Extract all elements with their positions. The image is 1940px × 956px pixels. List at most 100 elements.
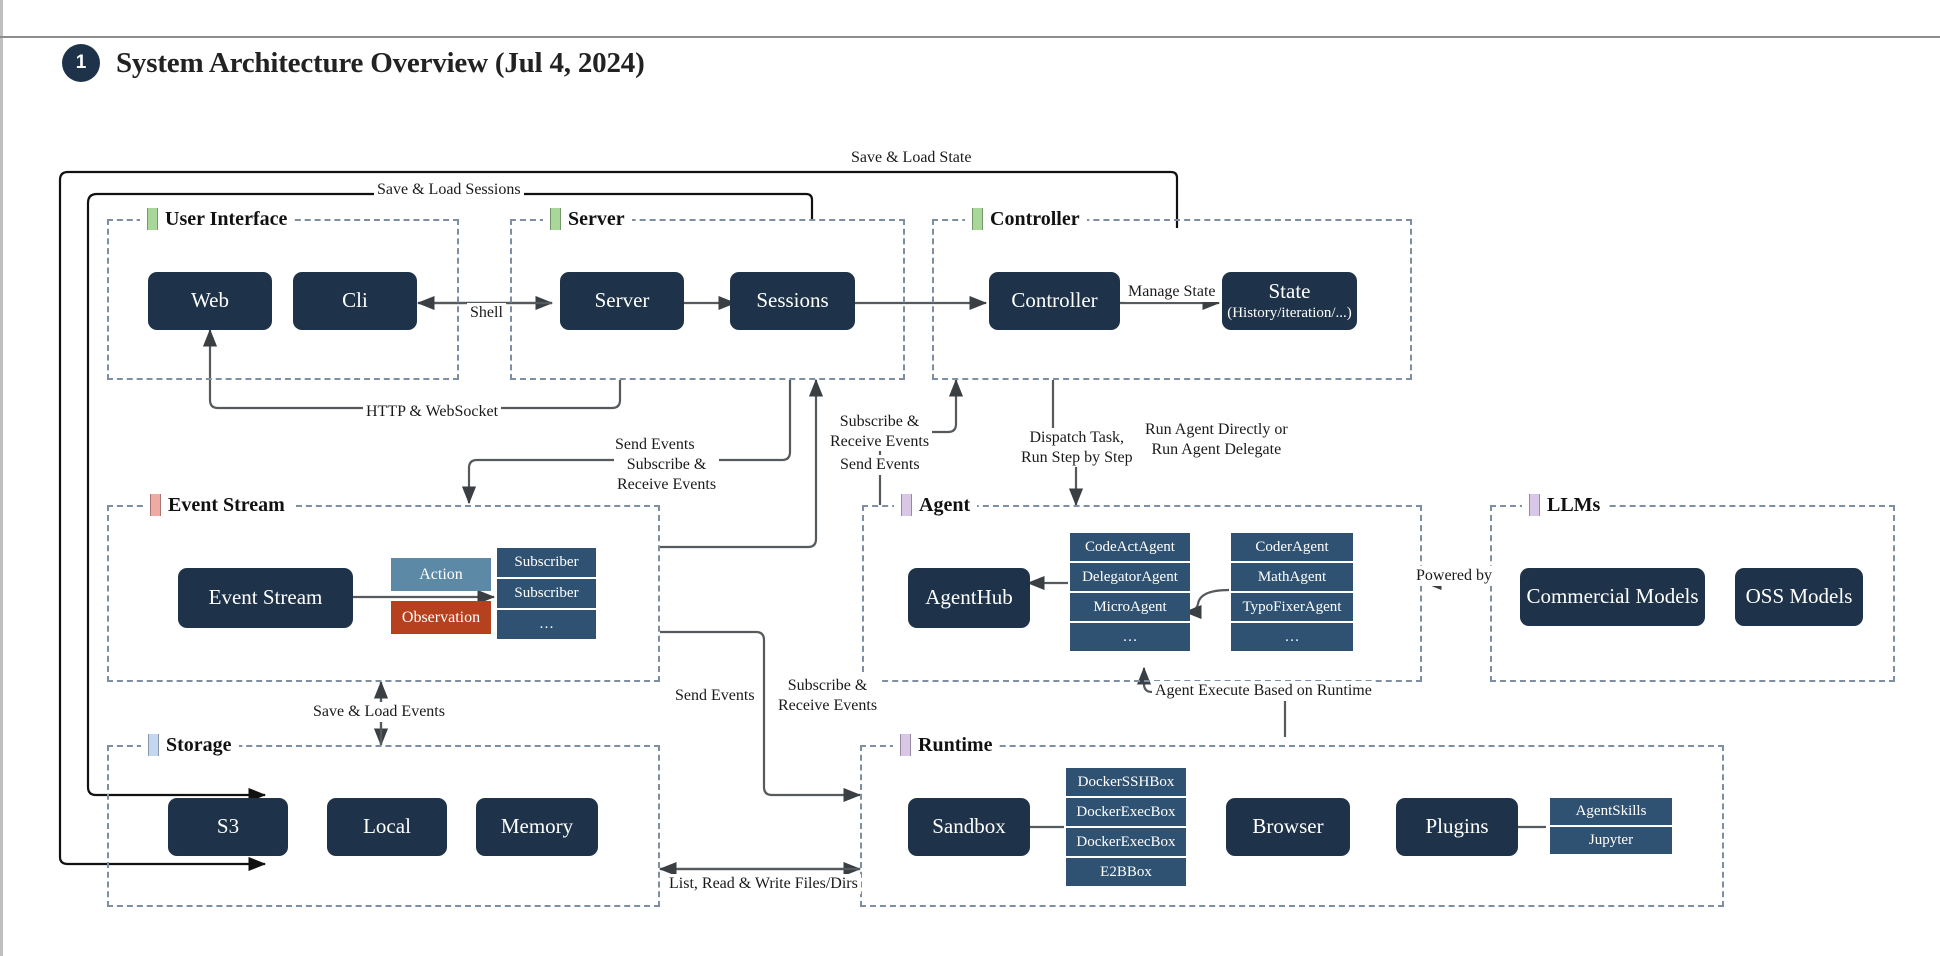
node-label: Sessions [756, 288, 829, 313]
slide-header: 1 System Architecture Overview (Jul 4, 2… [62, 44, 645, 82]
group-label-server: Server [543, 208, 632, 230]
edge-label-dispatch-task: Dispatch Task, Run Step by Step [1018, 428, 1136, 468]
accent-bar-icon [972, 208, 983, 230]
chip-action: Action [391, 558, 491, 591]
stack-subscribers: Subscriber Subscriber … [497, 548, 596, 639]
edge-label-agent-execute: Agent Execute Based on Runtime [1152, 681, 1375, 701]
stack-sandboxes: DockerSSHBox DockerExecBox DockerExecBox… [1066, 768, 1186, 886]
left-margin-rule [0, 0, 3, 956]
edge-label-http-websocket: HTTP & WebSocket [363, 402, 502, 422]
edge-label-subscribe-receive-1: Subscribe & Receive Events [614, 455, 720, 495]
group-label-storage: Storage [141, 734, 239, 756]
node-label: Controller [1011, 288, 1098, 313]
node-oss-models[interactable]: OSS Models [1735, 568, 1863, 626]
group-event-stream [107, 505, 660, 682]
node-event-stream[interactable]: Event Stream [178, 568, 353, 628]
list-item[interactable]: CoderAgent [1231, 533, 1353, 561]
slide-number-badge: 1 [62, 44, 100, 82]
accent-bar-icon [550, 208, 561, 230]
list-item[interactable]: E2BBox [1066, 858, 1186, 886]
list-item[interactable]: AgentSkills [1550, 798, 1672, 825]
group-label-agent: Agent [894, 494, 978, 516]
node-sandbox[interactable]: Sandbox [908, 798, 1030, 856]
list-item[interactable]: DockerSSHBox [1066, 768, 1186, 796]
node-browser[interactable]: Browser [1226, 798, 1350, 856]
node-label: Memory [500, 814, 574, 839]
node-memory[interactable]: Memory [476, 798, 598, 856]
accent-bar-icon [147, 208, 158, 230]
node-label: Server [594, 288, 650, 313]
edge-label-save-load-sessions: Save & Load Sessions [374, 180, 524, 200]
node-label: Browser [1252, 814, 1324, 839]
accent-bar-icon [150, 494, 161, 516]
edge-label-manage-state: Manage State [1125, 282, 1219, 302]
chip-observation: Observation [391, 601, 491, 634]
list-item[interactable]: DockerExecBox [1066, 798, 1186, 826]
list-item[interactable]: DelegatorAgent [1070, 563, 1190, 591]
list-item[interactable]: Jupyter [1550, 827, 1672, 854]
stack-agents-left: CodeActAgent DelegatorAgent MicroAgent … [1070, 533, 1190, 651]
list-item[interactable]: … [497, 610, 596, 639]
node-label: State [1268, 279, 1311, 304]
node-s3[interactable]: S3 [168, 798, 288, 856]
list-item[interactable]: Subscriber [497, 579, 596, 608]
node-label: S3 [216, 814, 240, 839]
group-agent [862, 505, 1422, 682]
top-divider-rule [0, 36, 1940, 38]
group-label-user-interface: User Interface [140, 208, 295, 230]
node-label: Local [363, 814, 411, 839]
edge-label-subscribe-receive-2: Subscribe & Receive Events [827, 412, 933, 452]
group-storage [107, 745, 660, 907]
node-label: Commercial Models [1526, 584, 1699, 609]
accent-bar-icon [1529, 494, 1540, 516]
group-llms [1490, 505, 1895, 682]
edge-label-subscribe-receive-3: Subscribe & Receive Events [775, 676, 881, 716]
group-server [510, 219, 905, 380]
list-item[interactable]: MicroAgent [1070, 593, 1190, 621]
node-label: Cli [342, 288, 368, 313]
edge-label-list-read-write: List, Read & Write Files/Dirs [666, 874, 861, 894]
edge-label-save-load-state: Save & Load State [848, 148, 975, 168]
edge-label-run-agent: Run Agent Directly or Run Agent Delegate [1142, 420, 1291, 460]
list-item[interactable]: … [1070, 623, 1190, 651]
node-sublabel: (History/iteration/...) [1227, 304, 1352, 321]
list-item[interactable]: CodeActAgent [1070, 533, 1190, 561]
node-controller[interactable]: Controller [989, 272, 1120, 330]
list-item[interactable]: DockerExecBox [1066, 828, 1186, 856]
group-runtime [860, 745, 1724, 907]
node-plugins[interactable]: Plugins [1396, 798, 1518, 856]
node-label: Event Stream [208, 585, 323, 610]
node-label: OSS Models [1745, 584, 1853, 609]
group-controller [932, 219, 1412, 380]
accent-bar-icon [901, 494, 912, 516]
group-label-runtime: Runtime [893, 734, 1000, 756]
node-server[interactable]: Server [560, 272, 684, 330]
stack-plugin-items: AgentSkills Jupyter [1550, 798, 1672, 854]
list-item[interactable]: Subscriber [497, 548, 596, 577]
node-label: Sandbox [932, 814, 1006, 839]
list-item[interactable]: … [1231, 623, 1353, 651]
node-label: Web [191, 288, 229, 313]
node-state[interactable]: State (History/iteration/...) [1222, 272, 1357, 330]
node-cli[interactable]: Cli [293, 272, 417, 330]
accent-bar-icon [148, 734, 159, 756]
node-label: AgentHub [925, 585, 1013, 610]
edge-label-send-events-2: Send Events [837, 455, 923, 475]
node-sessions[interactable]: Sessions [730, 272, 855, 330]
edge-label-powered-by: Powered by [1413, 566, 1495, 586]
node-agent-hub[interactable]: AgentHub [908, 568, 1030, 628]
edge-label-send-events-1: Send Events [612, 435, 698, 455]
node-label: Plugins [1425, 814, 1489, 839]
list-item[interactable]: TypoFixerAgent [1231, 593, 1353, 621]
node-web[interactable]: Web [148, 272, 272, 330]
edge-label-shell: Shell [467, 303, 506, 323]
group-label-controller: Controller [965, 208, 1087, 230]
edge-label-send-events-3: Send Events [672, 686, 758, 706]
page-title: System Architecture Overview (Jul 4, 202… [116, 46, 645, 79]
list-item[interactable]: MathAgent [1231, 563, 1353, 591]
accent-bar-icon [900, 734, 911, 756]
node-commercial-models[interactable]: Commercial Models [1520, 568, 1705, 626]
node-local[interactable]: Local [327, 798, 447, 856]
group-label-llms: LLMs [1522, 494, 1608, 516]
stack-agents-right: CoderAgent MathAgent TypoFixerAgent … [1231, 533, 1353, 651]
